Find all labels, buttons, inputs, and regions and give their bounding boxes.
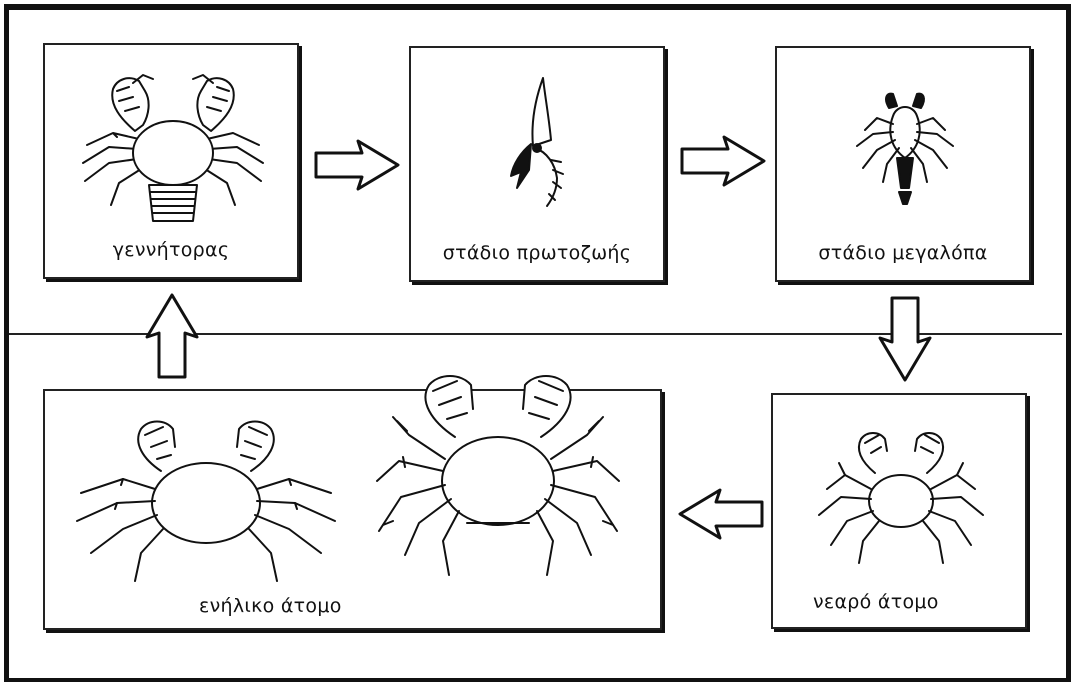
zoea-larva-icon bbox=[491, 66, 591, 216]
stage-box-adult: ενήλικο άτομο bbox=[43, 389, 662, 630]
arrow-left-icon bbox=[678, 486, 764, 542]
juvenile-crab-icon bbox=[809, 423, 993, 571]
stage-label-megalopa: στάδιο μεγαλόπα bbox=[777, 242, 1029, 264]
arrow-up-icon bbox=[143, 293, 201, 379]
crab-female-icon bbox=[73, 61, 273, 226]
adult-crab-large-icon bbox=[363, 371, 633, 589]
stage-label-parent: γεννήτορας bbox=[45, 239, 297, 261]
stage-box-megalopa: στάδιο μεγαλόπα bbox=[775, 46, 1031, 282]
stage-label-juvenile: νεαρό άτομο bbox=[813, 591, 1025, 613]
stage-label-adult: ενήλικο άτομο bbox=[199, 595, 660, 617]
arrow-right-icon bbox=[314, 137, 400, 193]
stage-box-parent: γεννήτορας bbox=[43, 43, 299, 279]
arrow-right-icon bbox=[680, 133, 766, 189]
arrow-down-icon bbox=[876, 296, 934, 382]
stage-box-juvenile: νεαρό άτομο bbox=[771, 393, 1027, 629]
stage-label-protozoea: στάδιο πρωτοζωής bbox=[411, 242, 663, 264]
adult-crab-icon bbox=[71, 411, 341, 593]
megalopa-larva-icon bbox=[843, 88, 967, 212]
stage-box-protozoea: στάδιο πρωτοζωής bbox=[409, 46, 665, 282]
